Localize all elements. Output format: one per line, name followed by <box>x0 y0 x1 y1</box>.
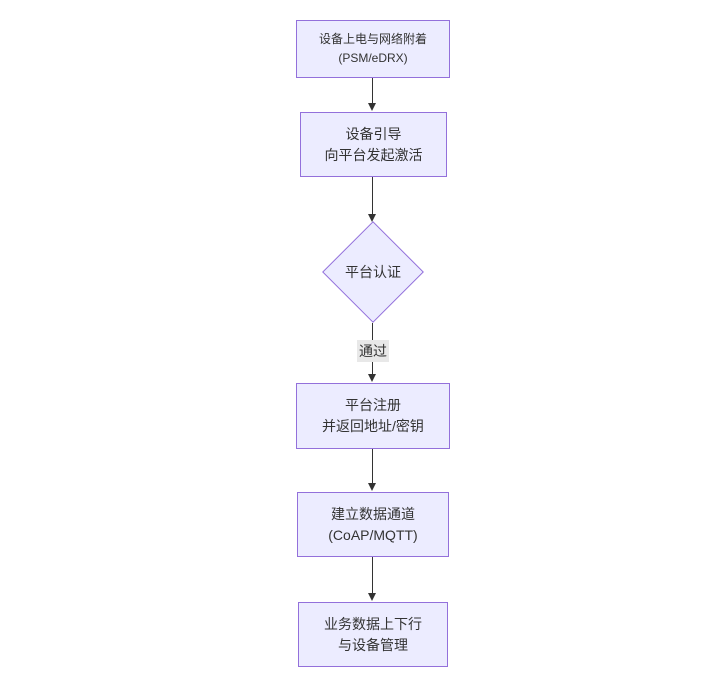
arrowhead-down-icon <box>368 103 376 111</box>
node-data-channel-line2: (CoAP/MQTT) <box>328 526 418 543</box>
node-data-channel-line1: 建立数据通道 <box>331 505 415 522</box>
arrow-line <box>372 78 373 105</box>
arrowhead-down-icon <box>368 374 376 382</box>
node-platform-register: 平台注册 并返回地址/密钥 <box>296 383 450 449</box>
node-platform-auth-label: 平台认证 <box>345 264 401 280</box>
node-bootstrap: 设备引导 向平台发起激活 <box>300 112 447 177</box>
node-business-data-line1: 业务数据上下行 <box>324 615 422 632</box>
arrow-line <box>372 177 373 216</box>
arrow-register-to-channel <box>368 449 377 491</box>
node-business-data-line2: 与设备管理 <box>338 636 408 653</box>
arrowhead-down-icon <box>368 593 376 601</box>
node-platform-auth: 平台认证 <box>322 221 424 323</box>
arrow-power-to-bootstrap <box>368 78 377 111</box>
node-power-attach-line2: (PSM/eDRX) <box>338 51 408 65</box>
node-data-channel: 建立数据通道 (CoAP/MQTT) <box>297 492 449 557</box>
arrow-line <box>372 557 373 595</box>
node-power-attach: 设备上电与网络附着 (PSM/eDRX) <box>296 20 450 78</box>
arrowhead-down-icon <box>368 483 376 491</box>
edge-label-pass: 通过 <box>357 340 389 362</box>
arrow-bootstrap-to-auth <box>368 177 377 222</box>
node-business-data: 业务数据上下行 与设备管理 <box>298 602 448 667</box>
node-bootstrap-line2: 向平台发起激活 <box>324 146 423 163</box>
node-bootstrap-line1: 设备引导 <box>345 125 402 142</box>
arrow-line <box>372 449 373 485</box>
arrowhead-down-icon <box>368 214 376 222</box>
arrow-channel-to-business <box>368 557 377 601</box>
node-platform-register-line1: 平台注册 <box>345 397 401 413</box>
node-platform-register-line2: 并返回地址/密钥 <box>322 418 424 434</box>
node-power-attach-line1: 设备上电与网络附着 <box>318 32 427 46</box>
